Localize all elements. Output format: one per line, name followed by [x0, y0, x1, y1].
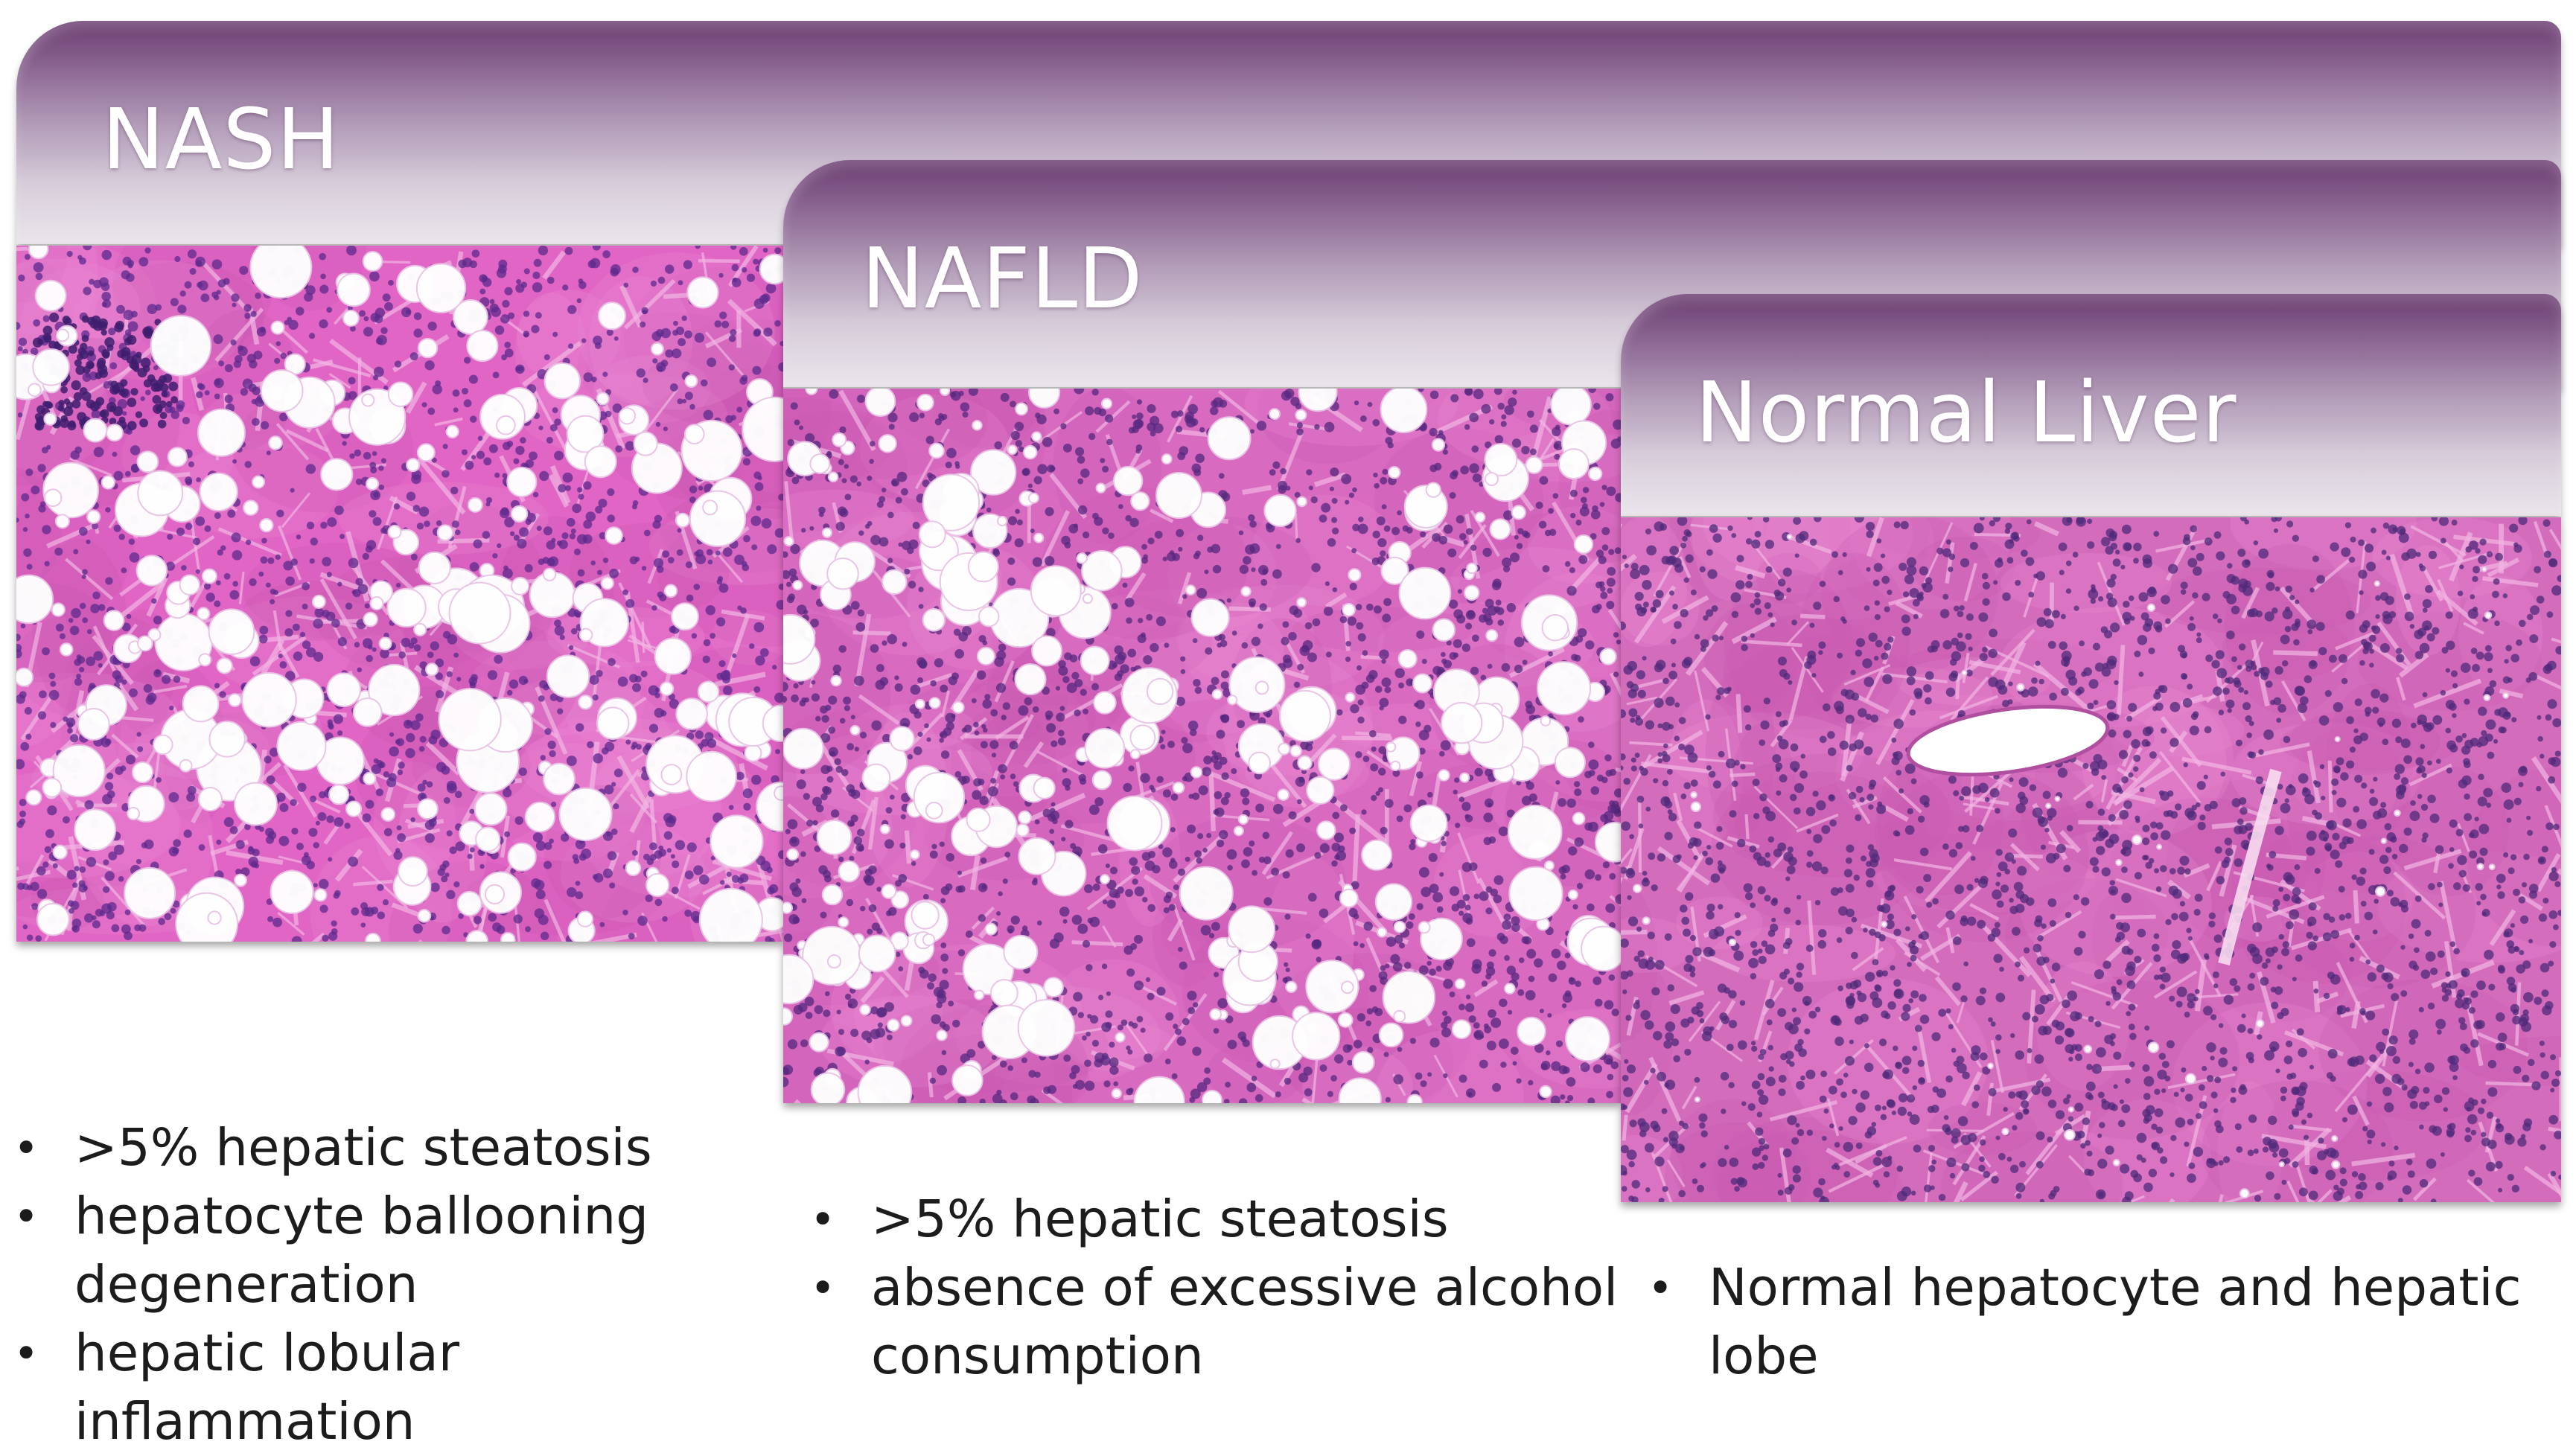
panel-normal-liver-header: Normal Liver [1621, 294, 2561, 516]
nash-criteria-list: >5% hepatic steatosis hepatocyte balloon… [7, 1114, 812, 1456]
nash-criterion-2: hepatocyte ballooning degeneration [7, 1182, 812, 1319]
nash-tissue-svg [16, 246, 783, 942]
panel-normal-liver-title: Normal Liver [1695, 365, 2237, 462]
nash-criterion-3: hepatic lobular inflammation [7, 1319, 812, 1456]
normal-liver-tissue-svg [1621, 517, 2561, 1202]
nafld-histology-image [783, 389, 1621, 1103]
nash-criterion-1: >5% hepatic steatosis [7, 1114, 812, 1182]
normal-liver-criterion-1: Normal hepatocyte and hepatic lobe [1642, 1254, 2535, 1390]
normal-liver-histology-image [1621, 517, 2561, 1202]
nafld-tissue-svg [783, 389, 1621, 1103]
panel-nash-title: NASH [102, 92, 340, 188]
nafld-criteria-list: >5% hepatic steatosis absence of excessi… [804, 1185, 1638, 1390]
panel-nafld-title: NAFLD [861, 231, 1143, 328]
normal-liver-criteria-list: Normal hepatocyte and hepatic lobe [1642, 1254, 2535, 1390]
nafld-criterion-1: >5% hepatic steatosis [804, 1185, 1638, 1254]
nash-histology-image [16, 246, 783, 942]
nafld-criterion-2: absence of excessive alcohol consumption [804, 1254, 1638, 1390]
